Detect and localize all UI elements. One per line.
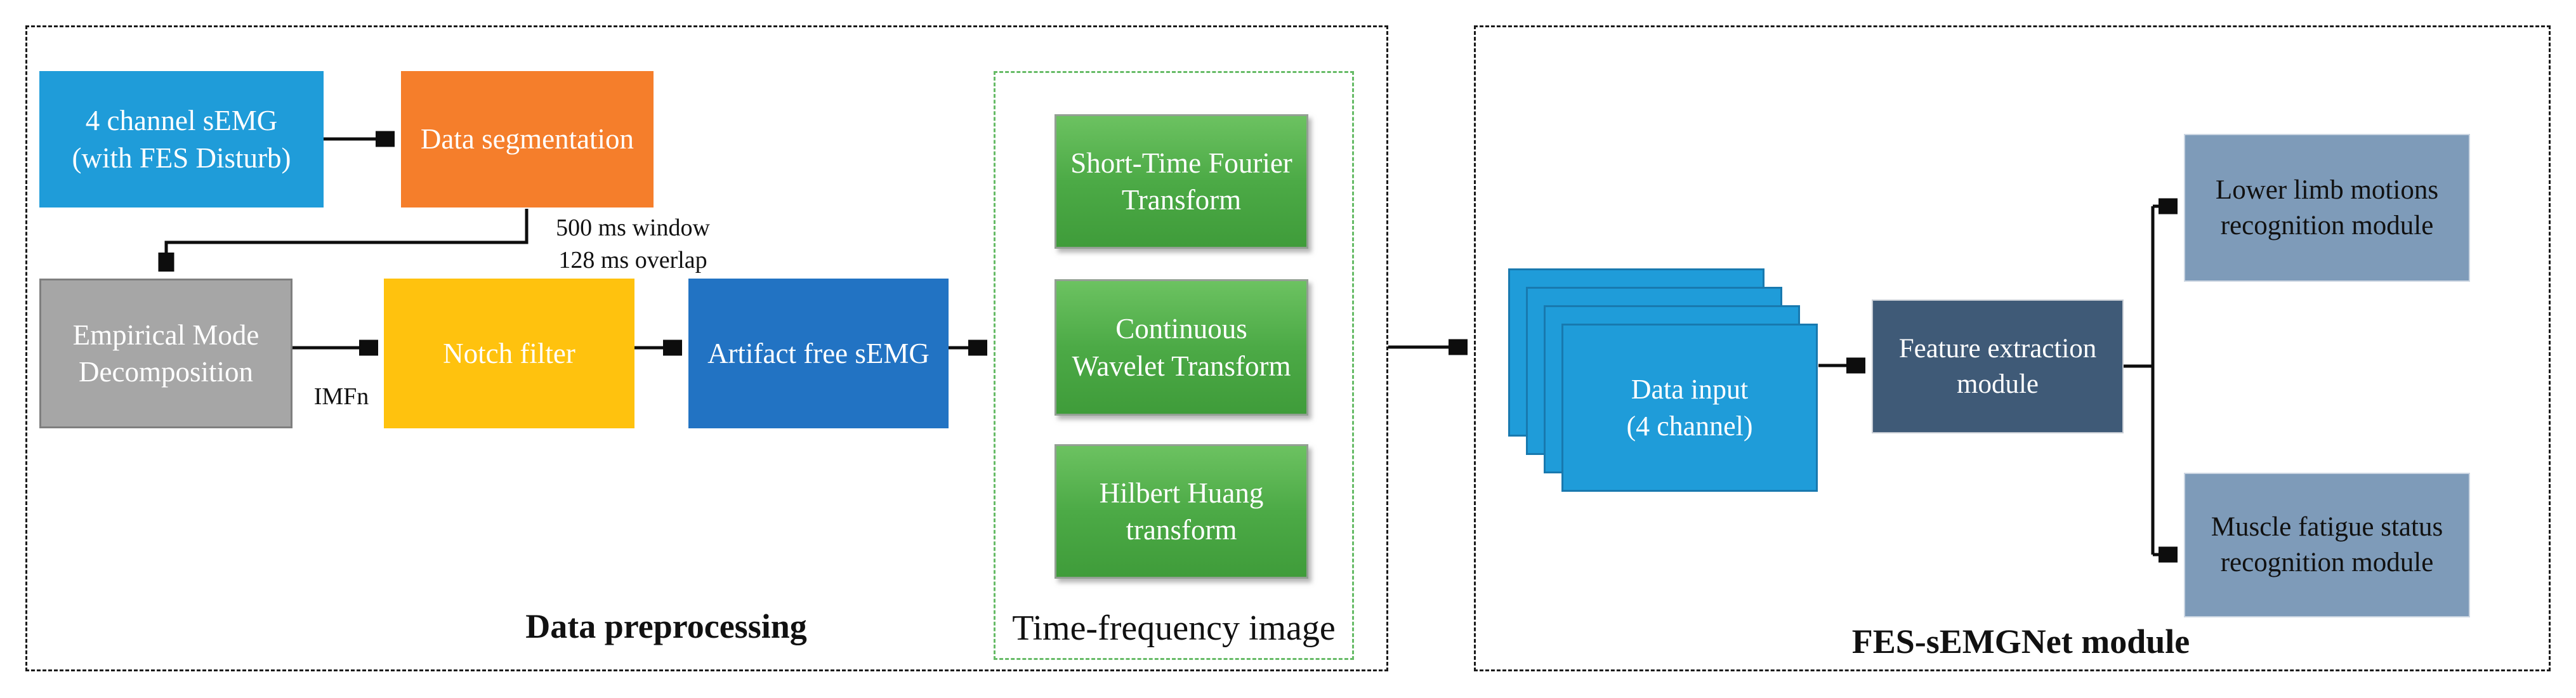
window-annotation: 500 ms window bbox=[556, 214, 710, 241]
cwt-label-line2: Wavelet Transform bbox=[1072, 350, 1291, 382]
artifact-free-node: Artifact free sEMG bbox=[688, 279, 949, 428]
cwt-label-line1: Continuous bbox=[1115, 313, 1247, 345]
data-segmentation-node: Data segmentation bbox=[401, 71, 654, 207]
hht-label-line1: Hilbert Huang bbox=[1099, 477, 1264, 509]
artifact-free-label: Artifact free sEMG bbox=[707, 337, 930, 369]
time-frequency-frame bbox=[994, 71, 1354, 660]
stft-node: Short-Time Fourier Transform bbox=[1055, 114, 1308, 249]
window-overlap-annotation: 500 ms window 128 ms overlap bbox=[542, 212, 723, 277]
time-frequency-label: Time-frequency image bbox=[1012, 609, 1336, 648]
semg-input-label-line1: 4 channel sEMG bbox=[85, 105, 278, 136]
feature-extraction-label-line1: Feature extraction bbox=[1898, 333, 2097, 364]
emd-node: Empirical Mode Decomposition bbox=[39, 279, 292, 428]
stft-label-line1: Short-Time Fourier bbox=[1070, 147, 1292, 179]
data-input-node: Data input (4 channel) bbox=[1561, 324, 1818, 492]
notch-filter-node: Notch filter bbox=[384, 279, 634, 428]
lower-limb-label-line1: Lower limb motions bbox=[2215, 174, 2439, 205]
data-input-label-line2: (4 channel) bbox=[1626, 410, 1753, 442]
data-preprocessing-section-frame bbox=[25, 25, 1388, 671]
muscle-fatigue-node: Muscle fatigue status recognition module bbox=[2184, 473, 2470, 617]
data-segmentation-label: Data segmentation bbox=[420, 123, 634, 155]
imf-annotation: IMFn bbox=[313, 383, 369, 410]
emd-label-line2: Decomposition bbox=[79, 356, 253, 388]
fes-semgnet-label: FES-sEMGNet module bbox=[1851, 622, 2190, 661]
feature-extraction-node: Feature extraction module bbox=[1872, 300, 2124, 433]
notch-filter-label: Notch filter bbox=[443, 337, 575, 369]
lower-limb-label-line2: recognition module bbox=[2220, 210, 2434, 240]
data-input-label-line1: Data input bbox=[1631, 374, 1749, 405]
lower-limb-node: Lower limb motions recognition module bbox=[2184, 134, 2470, 282]
fes-semgnet-section-frame bbox=[1474, 25, 2551, 671]
overlap-annotation: 128 ms overlap bbox=[558, 247, 707, 274]
semg-input-node: 4 channel sEMG (with FES Disturb) bbox=[39, 71, 324, 207]
cwt-node: Continuous Wavelet Transform bbox=[1055, 279, 1308, 416]
emd-label-line1: Empirical Mode bbox=[72, 319, 260, 351]
muscle-fatigue-label-line2: recognition module bbox=[2220, 548, 2434, 577]
hht-node: Hilbert Huang transform bbox=[1055, 444, 1308, 579]
semg-input-label-line2: (with FES Disturb) bbox=[72, 142, 291, 174]
muscle-fatigue-label-line1: Muscle fatigue status bbox=[2211, 512, 2443, 543]
feature-extraction-label-line2: module bbox=[1957, 369, 2039, 399]
stft-label-line2: Transform bbox=[1121, 184, 1242, 216]
data-preprocessing-label: Data preprocessing bbox=[525, 607, 807, 645]
hht-label-line2: transform bbox=[1126, 514, 1237, 546]
